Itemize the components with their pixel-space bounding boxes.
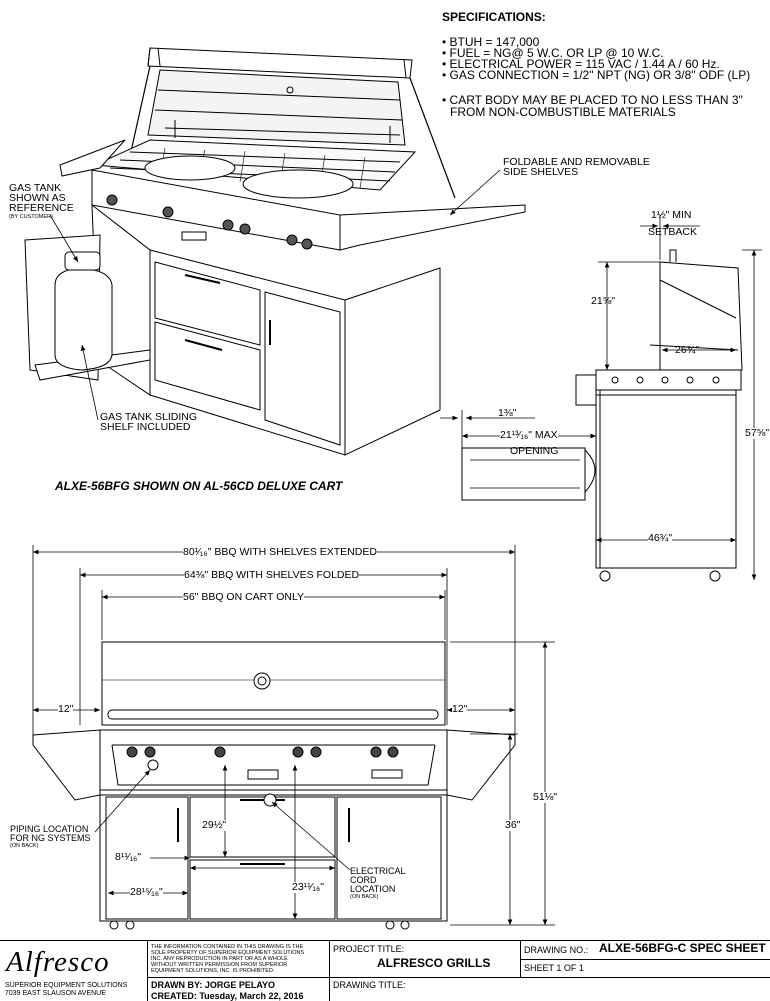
side-shelves-label: FOLDABLE AND REMOVABLE: [503, 156, 650, 168]
drawer-gap-dim: 8¹¹⁄₁₆": [115, 851, 142, 863]
drawer-offset-dim: 1⅜": [498, 407, 517, 419]
company-address: 7039 EAST SLAUSON AVENUE: [5, 990, 106, 997]
sliding-shelf-label: SHELF INCLUDED: [100, 421, 191, 433]
piping-label: PIPING LOCATION: [10, 824, 89, 834]
title-block-divider: [329, 941, 330, 1001]
spec-item-gas-connection: • GAS CONNECTION = 1/2" NPT (NG) OR 3/8"…: [442, 68, 751, 82]
project-title: ALFRESCO GRILLS: [377, 956, 491, 970]
drawer-height-dim: 29½": [202, 819, 227, 831]
spec-note-line-1: • CART BODY MAY BE PLACED TO NO LESS THA…: [442, 93, 743, 107]
title-block-rule: [520, 959, 770, 960]
cord-label: LOCATION: [350, 884, 396, 894]
drawer-width-dim: 23¹¹⁄₁₆": [292, 881, 324, 893]
shelf-left-dim: 12": [58, 703, 74, 715]
specifications-title: SPECIFICATIONS:: [442, 10, 546, 24]
spec-item-btuh: • BTUH = 147,000: [442, 35, 540, 49]
disclaimer-line: WITHOUT WRITTEN PERMISSION FROM SUPERIOR: [151, 962, 288, 968]
setback-dim: 1½" MIN: [651, 209, 692, 221]
depth-dim: 46¾": [648, 532, 673, 544]
alfresco-logo: Alfresco: [6, 946, 110, 978]
company-name: SUPERIOR EQUIPMENT SOLUTIONS: [5, 982, 128, 989]
width-cart-dim: 56" BBQ ON CART ONLY: [183, 591, 305, 603]
drawing-title-label: DRAWING TITLE:: [333, 980, 406, 990]
max-opening-dim: OPENING: [510, 445, 559, 457]
gas-tank-label: REFERENCE: [9, 202, 74, 214]
isometric-grill-illustration: [24, 47, 526, 456]
shelf-right-dim: 12": [452, 703, 468, 715]
door-width-dim: 28¹⁵⁄₁₆": [130, 886, 163, 898]
spec-note-line-2: FROM NON-COMBUSTIBLE MATERIALS: [450, 105, 676, 119]
sheet-number: SHEET 1 OF 1: [524, 963, 584, 973]
disclaimer-line: SOLE PROPERTY OF SUPERIOR EQUIPMENT SOLU…: [151, 950, 305, 956]
disclaimer-line: INC. ANY REPRODUCTION IN PART OR AS A WH…: [151, 956, 288, 962]
side-shelves-label: SIDE SHELVES: [503, 166, 579, 178]
side-view-drawing: [461, 249, 743, 582]
project-title-label: PROJECT TITLE:: [333, 944, 405, 954]
overall-height-dim: 57⅝": [745, 427, 770, 439]
front-view-drawing: [32, 641, 516, 930]
piping-label: FOR NG SYSTEMS: [10, 833, 91, 843]
drawing-no-label: DRAWING NO.:: [524, 945, 589, 955]
hood-depth-dim: 26¾": [675, 344, 700, 356]
disclaimer-line: EQUIPMENT SOLUTIONS, INC. IS PROHIBITED.: [151, 968, 275, 974]
drawn-by: DRAWN BY: JORGE PELAYO: [151, 980, 276, 990]
height-cart-dim: 36": [505, 819, 521, 831]
width-folded-dim: 64⅜" BBQ WITH SHELVES FOLDED: [184, 569, 360, 581]
created-date: CREATED: Tuesday, March 22, 2016: [151, 991, 304, 1001]
cord-label: CORD: [350, 875, 377, 885]
gas-tank-label: GAS TANK: [9, 182, 62, 194]
gas-tank-note: (BY CUSTOMER): [9, 214, 53, 220]
iso-caption: ALXE-56BFG SHOWN ON AL-56CD DELUXE CART: [55, 479, 343, 493]
title-block: [0, 940, 770, 1001]
sliding-shelf-label: GAS TANK SLIDING: [100, 411, 198, 423]
width-extended-dim: 80¹⁄₁₆" BBQ WITH SHELVES EXTENDED: [183, 546, 377, 558]
max-opening-dim: 21¹³⁄₁₆" MAX: [500, 429, 558, 441]
spec-item-electrical: • ELECTRICAL POWER = 115 VAC / 1.44 A / …: [442, 57, 720, 71]
setback-dim: SETBACK: [648, 226, 698, 238]
height-total-dim: 51⅛": [533, 791, 558, 803]
disclaimer-line: THE INFORMATION CONTAINED IN THIS DRAWIN…: [151, 944, 304, 950]
drawing-number: ALXE-56BFG-C SPEC SHEET: [599, 941, 766, 955]
cord-label: ELECTRICAL: [350, 866, 406, 876]
hood-height-dim: 21⅝": [591, 295, 616, 307]
piping-note: (ON BACK): [10, 843, 39, 849]
spec-item-fuel: • FUEL = NG@ 5 W.C. OR LP @ 10 W.C.: [442, 46, 664, 60]
title-block-divider: [147, 941, 148, 1001]
cord-note: (ON BACK): [350, 894, 379, 900]
title-block-rule: [147, 977, 770, 978]
gas-tank-label: SHOWN AS: [9, 192, 66, 204]
